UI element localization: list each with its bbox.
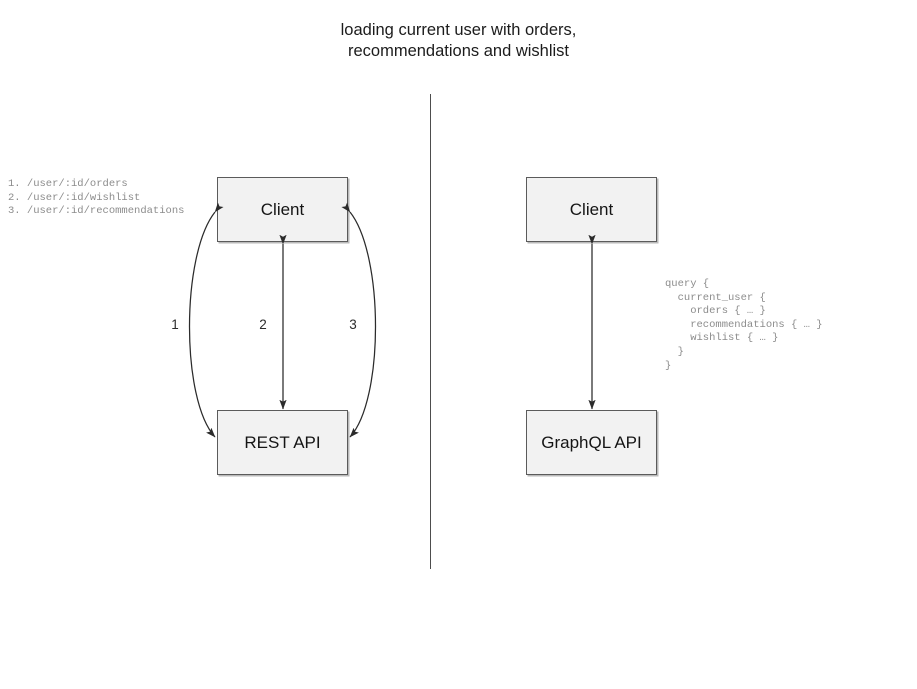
rest-endpoint-list: 1. /user/:id/orders 2. /user/:id/wishlis… — [8, 178, 185, 218]
edge-label-3: 3 — [349, 317, 357, 332]
node-rest-api-label: REST API — [244, 432, 321, 452]
vertical-divider — [430, 94, 431, 569]
node-graphql-client[interactable]: Client — [526, 177, 657, 242]
node-rest-api[interactable]: REST API — [217, 410, 348, 475]
node-graphql-api-label: GraphQL API — [541, 432, 642, 452]
node-graphql-api[interactable]: GraphQL API — [526, 410, 657, 475]
page-title: loading current user with orders, recomm… — [340, 21, 577, 60]
node-rest-client[interactable]: Client — [217, 177, 348, 242]
node-graphql-client-label: Client — [569, 199, 614, 219]
edge-label-1: 1 — [171, 317, 179, 332]
node-rest-client-label: Client — [260, 199, 305, 219]
edge-label-2: 2 — [259, 317, 267, 332]
graphql-query-snippet: query { current_user { orders { … } reco… — [665, 278, 823, 372]
edge-arrow-1 — [188, 202, 224, 438]
